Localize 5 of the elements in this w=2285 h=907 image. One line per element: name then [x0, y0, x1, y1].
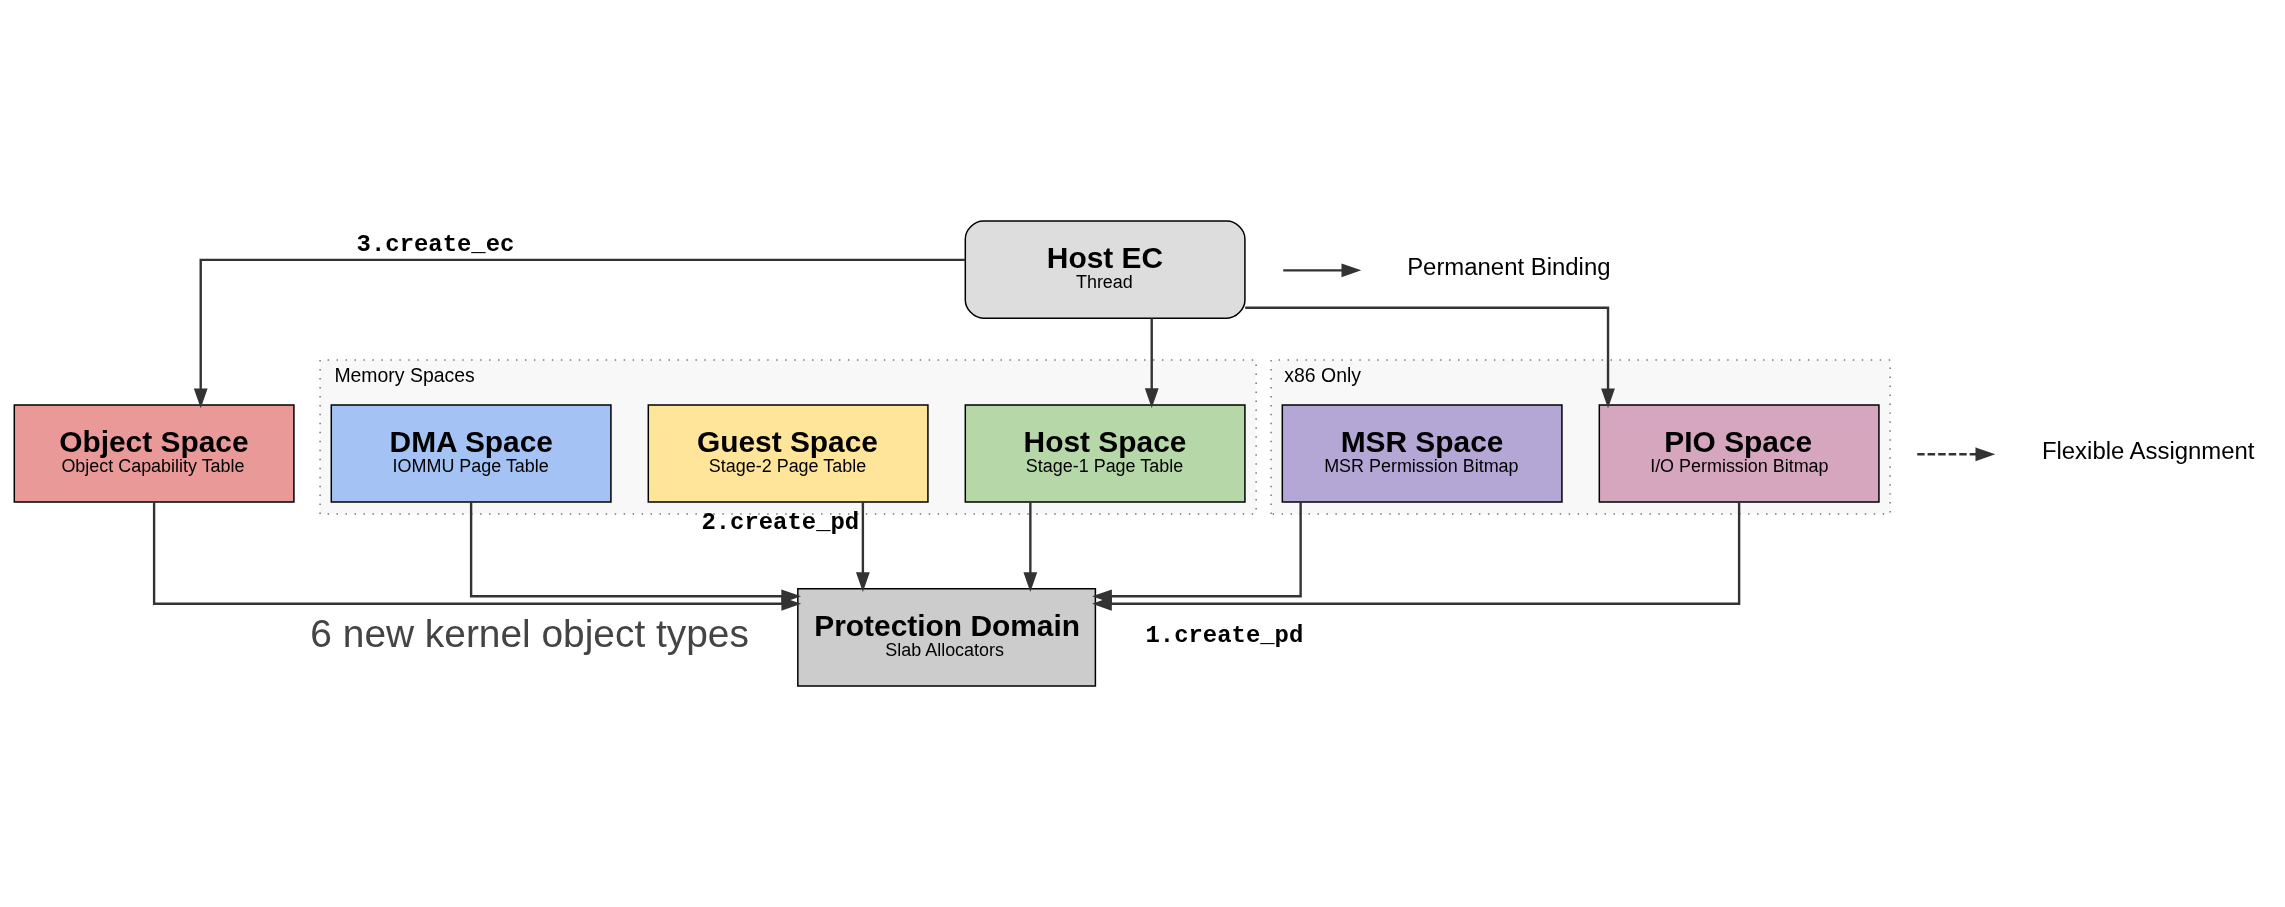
legend-label: Flexible Assignment: [2041, 437, 2255, 465]
legend-label: Permanent Binding: [1407, 253, 1611, 281]
label: 6 new kernel object types: [310, 611, 749, 655]
node-label: 1.create_pd: [1145, 621, 1304, 649]
edge-label: 3.create_ec: [356, 230, 515, 258]
